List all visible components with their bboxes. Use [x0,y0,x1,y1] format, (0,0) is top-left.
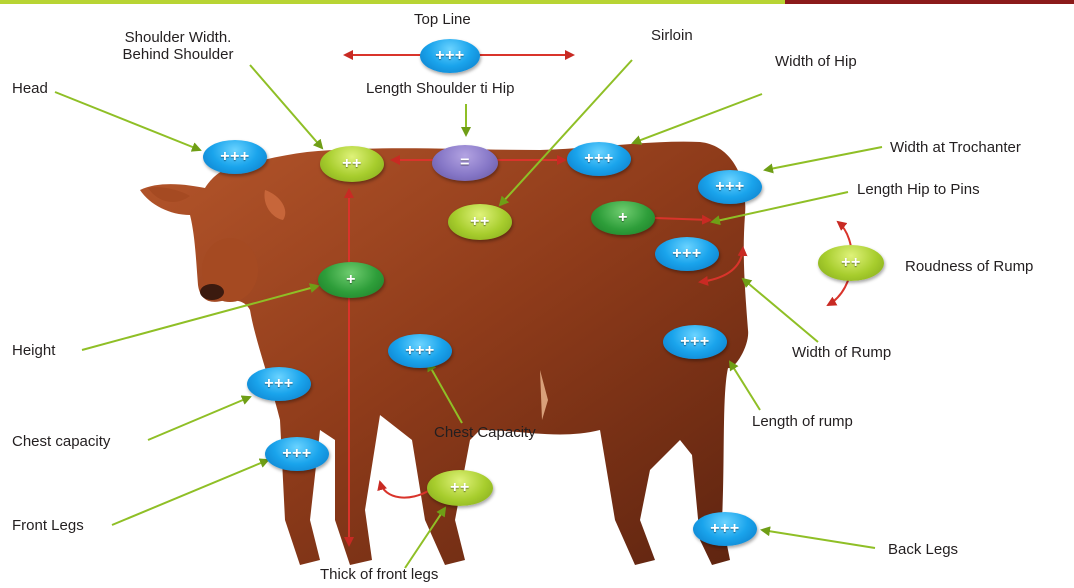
label-front-legs: Front Legs [12,517,84,534]
label-length-shoulder-hip: Length Shoulder ti Hip [366,80,514,97]
label-top-line: Top Line [414,11,471,28]
label-chest-capacity: Chest Capacity [434,424,536,441]
rating-badge-chest-capacity-left: +++ [247,367,311,401]
label-sirloin: Sirloin [651,27,693,44]
rating-badge-sirloin: ++ [448,204,512,240]
rating-badge-shoulder-width: ++ [320,146,384,182]
label-back-legs: Back Legs [888,541,958,558]
label-length-of-rump: Length of rump [752,413,853,430]
label-width-of-hip: Width of Hip [775,53,857,70]
rating-badge-chest-capacity: +++ [388,334,452,368]
label-thick-of-front-legs: Thick of front legs [320,566,438,583]
rating-badge-length-rump: +++ [663,325,727,359]
label-shoulder-width-line2: Behind Shoulder [102,46,254,63]
label-width-at-trochanter: Width at Trochanter [890,139,1021,156]
rating-badge-height: + [318,262,384,298]
label-shoulder-width: Shoulder Width. Behind Shoulder [102,29,254,64]
label-length-hip-to-pins: Length Hip to Pins [857,181,980,198]
label-head: Head [12,80,48,97]
rating-badge-front-legs: +++ [265,437,329,471]
rating-badge-length-shoulder-hip: = [432,145,498,181]
rating-badge-roudness-rump: ++ [818,245,884,281]
rating-badge-back-legs: +++ [693,512,757,546]
label-width-of-rump: Width of Rump [792,344,891,361]
rating-badge-top-line: +++ [420,39,480,73]
rating-badge-width-trochanter: +++ [698,170,762,204]
label-shoulder-width-line1: Shoulder Width. [102,29,254,46]
label-roudness-of-rump: Roudness of Rump [905,258,1033,275]
rating-badge-head: +++ [203,140,267,174]
rating-badge-width-of-hip: +++ [567,142,631,176]
label-height: Height [12,342,55,359]
label-chest-capacity-left: Chest capacity [12,433,110,450]
rating-badge-length-hip-pins: + [591,201,655,235]
rating-badge-width-rump: +++ [655,237,719,271]
rating-badge-thick-front-legs: ++ [427,470,493,506]
